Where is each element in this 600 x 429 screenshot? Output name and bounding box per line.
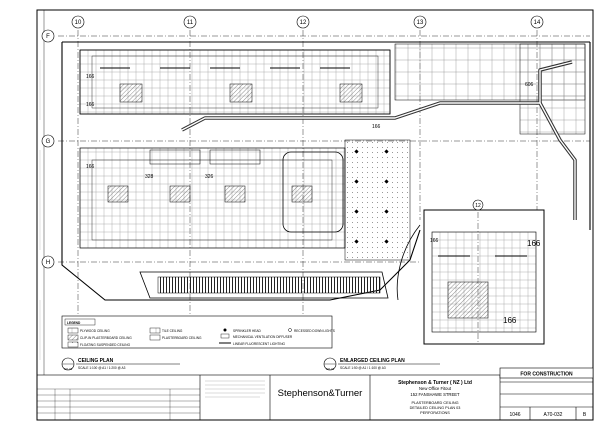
height-tag-large: 166 [527, 239, 541, 248]
height-tag: 166 [372, 124, 381, 130]
corridor-zone [344, 139, 411, 261]
legend-item: FLOATING SUSPENDED CEILING [80, 343, 131, 347]
legend-item: TILE CEILING [162, 329, 183, 333]
upper-office-area [79, 49, 391, 115]
legend-item: SPRINKLER HEAD [233, 329, 262, 333]
height-tag-large: 166 [503, 316, 517, 325]
notes-block [205, 380, 265, 398]
louvre-feature [139, 271, 389, 299]
legend-item: PLYWOOD CEILING [80, 329, 110, 333]
title-block [36, 367, 594, 421]
dimension-tag: 328 [145, 174, 154, 180]
plan-titles [61, 357, 440, 371]
drawing-number: A70-032 [544, 412, 563, 418]
project-name: New Office Fitout [419, 386, 452, 391]
dimension-tag: 326 [205, 174, 214, 180]
grid-col-14: 14 [534, 20, 541, 26]
legend-item: CLIP-IN PLASTERBOARD CEILING [80, 336, 132, 340]
drawing-title-line1: PLASTERBOARD CEILING [411, 401, 458, 405]
enlarged-plan-title: ENLARGED CEILING PLAN [340, 358, 405, 364]
grid-row-f: F [46, 34, 50, 40]
legend-title: LEGEND [67, 321, 81, 325]
enlarged-plan [423, 199, 545, 345]
project-address: 152 FANSHAWE STREET [410, 392, 460, 397]
height-tag: 166 [86, 74, 95, 80]
client-name: Stephenson & Turner ( NZ ) Ltd [398, 380, 472, 386]
legend-labels: LEGEND PLYWOOD CEILING CLIP-IN PLASTERBO… [67, 321, 335, 347]
job-number: 1046 [509, 412, 520, 418]
ceiling-plan-scale: SCALE 1:100 @ A1 / 1:200 @ A3 [78, 366, 126, 370]
grid-row-g: G [46, 139, 51, 145]
enlarged-plan-marker: 12 [475, 203, 481, 209]
grid-col-13: 13 [417, 20, 424, 26]
title-block-text: FOR CONSTRUCTION Stephenson&Turner Steph… [278, 372, 587, 419]
grid-bubble-labels: 10 11 12 13 14 F G H [46, 20, 541, 266]
right-upper-area [394, 43, 586, 135]
legend-item: MECHANICAL VENTILATION DIFFUSER [233, 335, 293, 339]
curved-wall [396, 224, 421, 301]
grid-col-10: 10 [75, 20, 82, 26]
ceiling-plan-ref: A01-02 [64, 367, 73, 371]
architect-logo: Stephenson&Turner [278, 388, 363, 399]
ceiling-plan-title: CEILING PLAN [78, 358, 114, 364]
legend-item: LINEAR FLUORESCENT LIGHTING [233, 342, 286, 346]
height-tag: 166 [86, 102, 95, 108]
legend-box [61, 315, 333, 349]
height-tags: 166 166 166 166 166 166 166 606 328 326 [86, 74, 541, 325]
drawing-title-line3: PERFORATIONS [420, 411, 450, 415]
legend-item: PLASTERBOARD CEILING [162, 336, 202, 340]
height-tag: 166 [430, 238, 439, 244]
status-label: FOR CONSTRUCTION [520, 372, 573, 378]
height-tag: 606 [525, 82, 534, 88]
lower-office-area [79, 147, 346, 249]
grid-col-11: 11 [187, 20, 194, 26]
revision-letter: B [583, 412, 587, 418]
grid-bubbles [41, 15, 544, 269]
plan-title-text: CEILING PLAN SCALE 1:100 @ A1 / 1:200 @ … [64, 358, 405, 371]
grid-col-12: 12 [300, 20, 307, 26]
height-tag: 166 [86, 164, 95, 170]
revision-table [37, 388, 200, 420]
drawing-title-line2: DETAILED CEILING PLAN 03 [410, 406, 461, 410]
legend-item: RECESSED DOWN LIGHTS [294, 329, 335, 333]
enlarged-plan-ref: A01-02 [326, 367, 335, 371]
grid-row-h: H [46, 260, 50, 266]
enlarged-plan-scale: SCALE 1:50 @ A1 / 1:100 @ A3 [340, 366, 386, 370]
